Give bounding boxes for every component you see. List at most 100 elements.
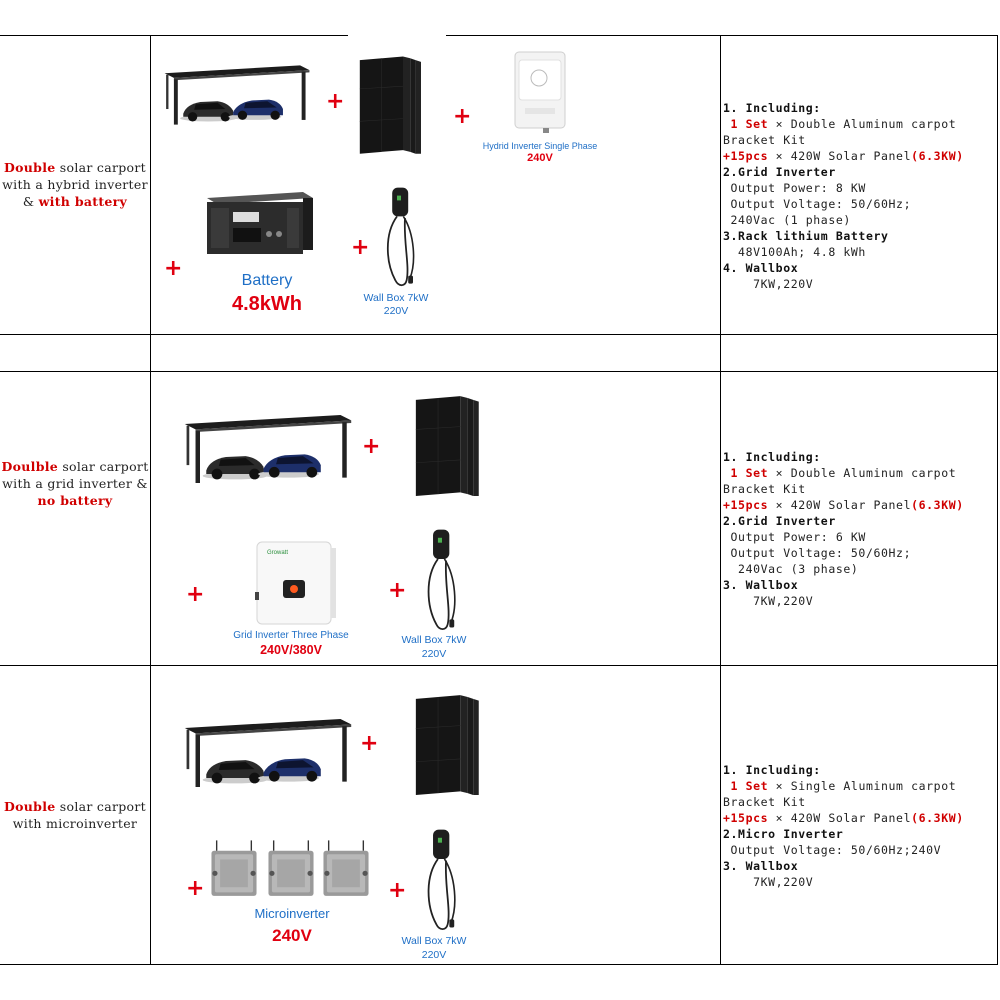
spec-segment: (6.3KW) [911, 811, 964, 825]
spec-segment: (6.3KW) [911, 149, 964, 163]
spec-line: 7KW,220V [723, 874, 998, 890]
spec-segment: +15pcs [723, 811, 769, 825]
table-border-top-right [446, 35, 998, 36]
spec-line: 1. Including: [723, 762, 998, 778]
row-title: Double solar carport with a hybrid inver… [0, 159, 150, 210]
table-border-top-left [0, 35, 348, 36]
carport-image [183, 708, 353, 798]
title-highlight: no battery [37, 492, 113, 508]
carport-image [183, 405, 353, 493]
wallbox-image [418, 828, 466, 934]
plus-icon: + [362, 434, 381, 459]
spec-segment: 3. Wallbox [723, 578, 799, 592]
inverter-voltage: 240V [527, 152, 553, 164]
title-highlight: Double [4, 160, 56, 175]
spec-list: 1. Including: 1 Set × Single Aluminum ca… [723, 762, 998, 890]
plus-icon: + [186, 582, 205, 607]
wallbox-image [418, 528, 466, 634]
spec-segment: 1 Set [723, 466, 769, 480]
wallbox-caption: Wall Box 7kW [401, 935, 467, 947]
col-divider [720, 35, 721, 965]
carport-image [163, 55, 311, 135]
spec-line: 1 Set × Double Aluminum carpot [723, 465, 998, 481]
spec-line: 2.Grid Inverter [723, 513, 998, 529]
wallbox-caption: Wall Box 7kW [401, 634, 467, 646]
spec-line: 1 Set × Single Aluminum carpot [723, 778, 998, 794]
plus-icon: + [388, 878, 407, 903]
hybrid-inverter-image [514, 51, 566, 133]
spec-line: 240Vac (1 phase) [723, 212, 998, 228]
microinverter-image [208, 836, 260, 902]
spec-segment: × Single Aluminum carpot [768, 779, 957, 793]
table-border-bottom [0, 964, 998, 965]
battery-capacity: 4.8kWh [231, 293, 303, 315]
spec-segment: 7KW,220V [723, 875, 814, 889]
spec-segment: 1 Set [723, 117, 769, 131]
wallbox-caption: Wall Box 7kW [363, 292, 429, 304]
microinverter-image [265, 836, 317, 902]
spec-segment: Output Voltage: 50/60Hz;240V [723, 843, 942, 857]
inverter-caption: Microinverter [254, 906, 330, 921]
plus-icon: + [360, 731, 379, 756]
spec-segment: 2.Grid Inverter [723, 514, 836, 528]
spec-segment: Bracket Kit [723, 482, 806, 496]
spec-segment: +15pcs [723, 149, 769, 163]
spec-list: 1. Including: 1 Set × Double Aluminum ca… [723, 449, 998, 609]
spec-segment: 240Vac (3 phase) [723, 562, 859, 576]
battery-image [207, 192, 313, 254]
spec-segment: Output Voltage: 50/60Hz; [723, 197, 912, 211]
spec-line: 7KW,220V [723, 276, 998, 292]
wallbox-voltage: 220V [421, 648, 447, 660]
spec-line: 2.Grid Inverter [723, 164, 998, 180]
spec-line: Bracket Kit [723, 132, 998, 148]
row-title: Double solar carport with microinverter [0, 798, 150, 832]
title-text: solar carport with a hybrid inverter & [2, 160, 148, 209]
inverter-brand-label: Growatt [267, 550, 288, 556]
spec-line: 4. Wallbox [723, 260, 998, 276]
inverter-voltage: 240V [272, 926, 312, 945]
spec-line: 240Vac (3 phase) [723, 561, 998, 577]
microinverter-image [320, 836, 372, 902]
plus-icon: + [351, 235, 370, 260]
spec-line: 1. Including: [723, 449, 998, 465]
spec-segment: × Double Aluminum carpot [768, 117, 957, 131]
spec-segment: Bracket Kit [723, 133, 806, 147]
title-highlight: with battery [38, 194, 128, 209]
spec-segment: 1. Including: [723, 450, 821, 464]
plus-icon: + [186, 876, 205, 901]
spec-segment: 2.Micro Inverter [723, 827, 844, 841]
inverter-voltage: 240V/380V [260, 643, 322, 657]
spec-line: Bracket Kit [723, 481, 998, 497]
row-divider [0, 334, 998, 335]
battery-caption: Battery [241, 272, 293, 289]
row-title-cell: Double solar carport with microinverter [0, 665, 150, 964]
title-text: solar carport with microinverter [12, 798, 146, 831]
spec-line: Output Voltage: 50/60Hz;240V [723, 842, 998, 858]
spec-line: 1. Including: [723, 100, 998, 116]
spec-line: 3. Wallbox [723, 577, 998, 593]
title-highlight: Doulble [1, 458, 59, 474]
solar-panel-image [358, 50, 430, 162]
spec-segment: 2.Grid Inverter [723, 165, 836, 179]
spec-segment: 3.Rack lithium Battery [723, 229, 889, 243]
spec-segment: (6.3KW) [911, 498, 964, 512]
spec-line: +15pcs × 420W Solar Panel(6.3KW) [723, 497, 998, 513]
spec-segment: 3. Wallbox [723, 859, 799, 873]
row-title: Doulble solar carport with a grid invert… [0, 458, 150, 509]
spec-list: 1. Including: 1 Set × Double Aluminum ca… [723, 100, 998, 292]
spec-segment: 1. Including: [723, 763, 821, 777]
spec-line: 3.Rack lithium Battery [723, 228, 998, 244]
spec-segment: Output Power: 6 KW [723, 530, 866, 544]
wallbox-image [378, 186, 424, 290]
spec-line: 2.Micro Inverter [723, 826, 998, 842]
spec-line: Output Voltage: 50/60Hz; [723, 545, 998, 561]
spec-line: +15pcs × 420W Solar Panel(6.3KW) [723, 148, 998, 164]
row-title-cell: Double solar carport with a hybrid inver… [0, 35, 150, 334]
wallbox-voltage: 220V [421, 949, 447, 961]
row-title-cell: Doulble solar carport with a grid invert… [0, 371, 150, 665]
spec-segment: Output Voltage: 50/60Hz; [723, 546, 912, 560]
spec-segment: 1 Set [723, 779, 769, 793]
spec-line: 7KW,220V [723, 593, 998, 609]
row-divider [0, 371, 998, 372]
